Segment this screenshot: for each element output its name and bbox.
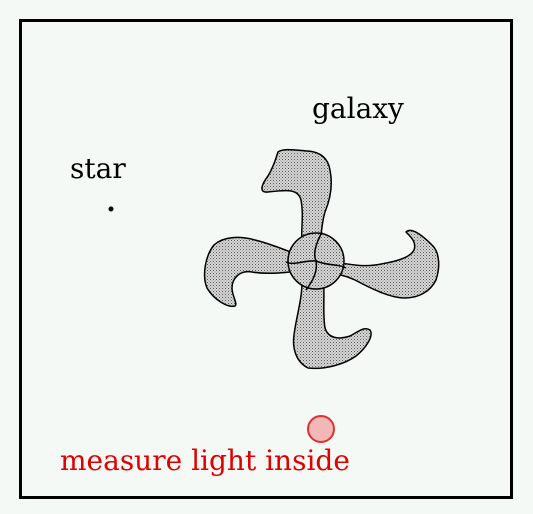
image-frame [19,19,513,499]
galaxy-arm-left [203,236,309,308]
spiral-galaxy [203,148,440,370]
star-point [108,206,114,212]
aperture-label: measure light inside [60,444,350,477]
galaxy-label: galaxy [312,92,404,125]
galaxy-arm-bottom [292,268,372,370]
galaxy-arm-right [317,229,440,299]
galaxy-core-swirl [285,231,347,291]
star-label: star [70,152,126,185]
aperture-circle [307,415,335,443]
